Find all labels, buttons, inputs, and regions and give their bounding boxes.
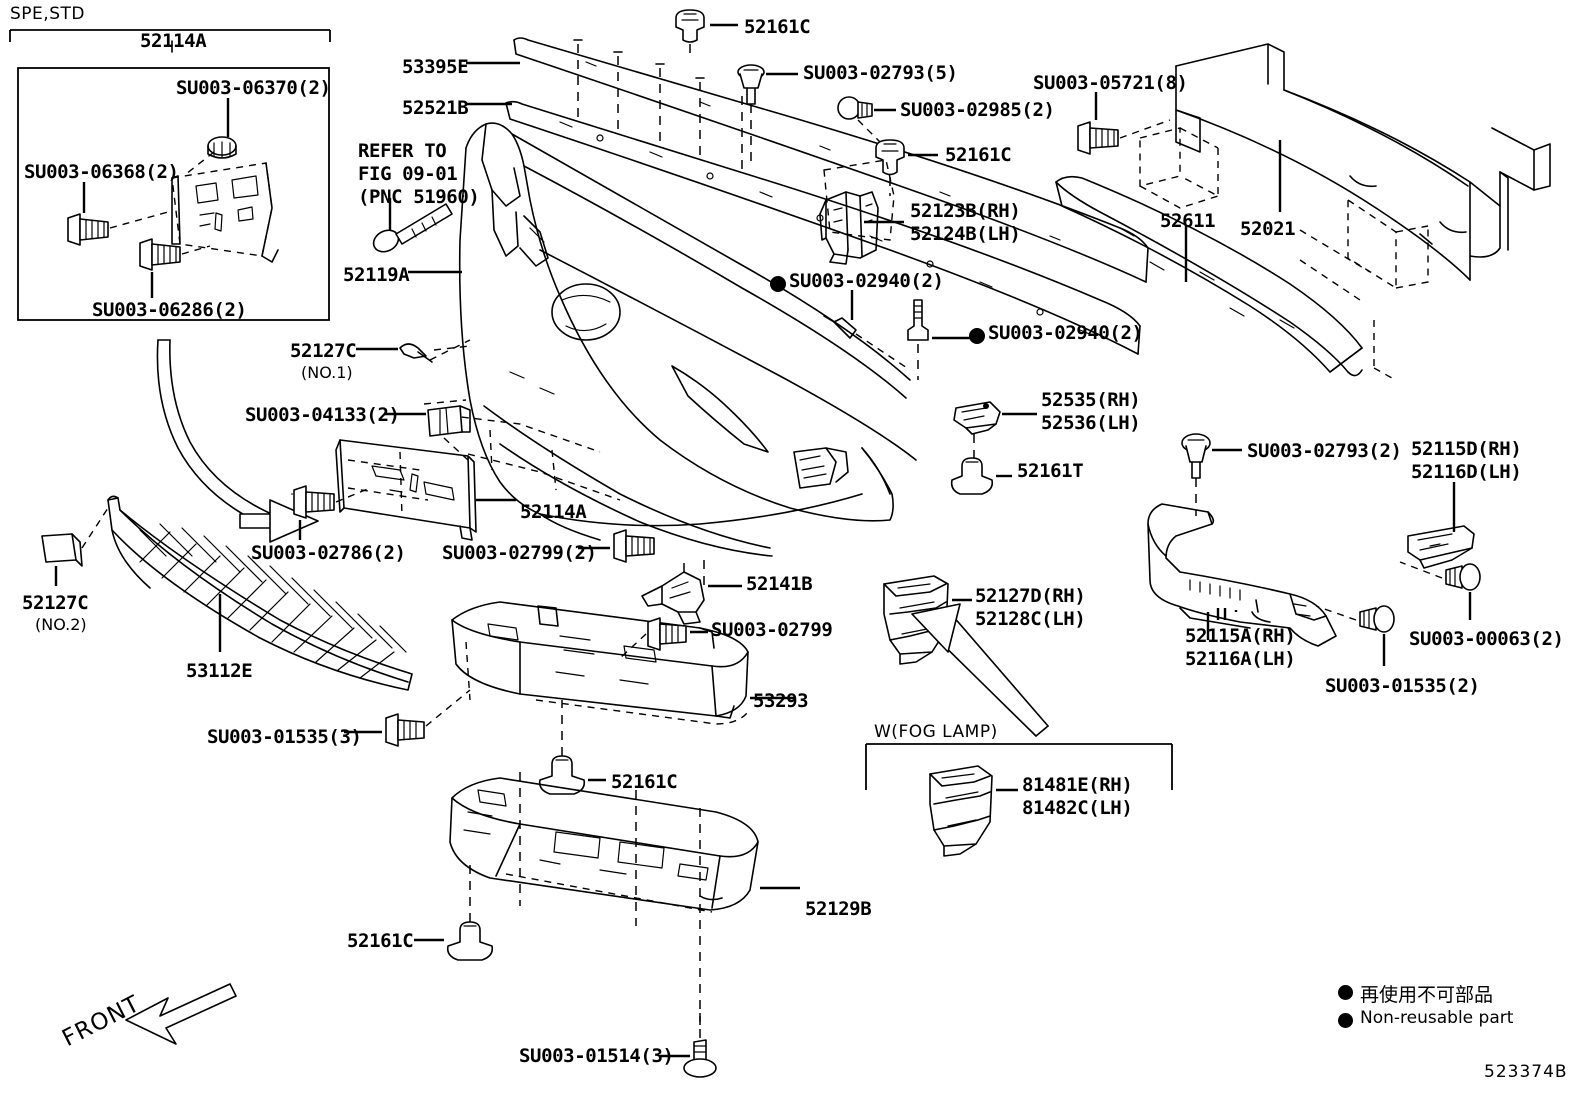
bolt-su003-02799-single xyxy=(647,617,687,651)
inset-bolt-06286 xyxy=(139,238,181,271)
screw-su003-02985-2 xyxy=(837,96,873,120)
clip-52127c-no1 xyxy=(399,343,433,363)
legend-english: Non-reusable part xyxy=(1360,1008,1514,1028)
clip-52161c-top xyxy=(675,9,705,43)
part-label-52161c: 52161C xyxy=(744,16,811,38)
part-label-52611: 52611 xyxy=(1160,210,1216,232)
inset-title: SPE,STD xyxy=(10,4,85,24)
refer-to-note: REFER TO FIG 09-01 (PNC 51960) xyxy=(358,140,480,208)
part-sublabel-0: (NO.1) xyxy=(301,363,353,382)
inset-grommet-06370 xyxy=(207,136,237,159)
part-52141b-bracket xyxy=(641,556,705,625)
part-label-su003-027992: SU003-02799(2) xyxy=(442,542,597,564)
part-label-53293: 53293 xyxy=(753,690,809,712)
part-label-52535rh: 52535(RH) 52536(LH) xyxy=(1041,389,1141,434)
part-label-52127c: 52127C xyxy=(22,592,89,614)
figure-id: 523374B xyxy=(1484,1062,1568,1082)
front-marker-text: FRONT xyxy=(58,990,145,1052)
part-label-su003-015143: SU003-01514(3) xyxy=(519,1045,674,1067)
non-reusable-bullet-1 xyxy=(770,276,786,292)
fog-lamp-group-title: W(FOG LAMP) xyxy=(874,722,998,742)
part-label-su003-015353: SU003-01535(3) xyxy=(207,726,362,748)
part-label-52521b: 52521B xyxy=(402,97,469,119)
bolt-su003-02793-2-right xyxy=(1181,433,1211,479)
pointer-arrow-left xyxy=(156,339,319,543)
clip-52161t xyxy=(950,457,994,495)
part-label-su003-015352: SU003-01535(2) xyxy=(1325,675,1480,697)
part-81481e-bezel xyxy=(929,765,993,857)
part-label-su003-02799: SU003-02799 xyxy=(711,619,833,641)
part-label-su003-000632: SU003-00063(2) xyxy=(1409,628,1564,650)
inset-bracket-part xyxy=(171,162,279,263)
inset-bolt-06368 xyxy=(67,213,109,246)
part-label-53112e: 53112E xyxy=(186,660,253,682)
part-53112e-grille xyxy=(107,495,413,691)
part-52535-bracket xyxy=(953,401,1001,435)
bolt-su003-01514-3 xyxy=(683,1039,717,1078)
part-label-52161c: 52161C xyxy=(945,144,1012,166)
part-52127d-bezel xyxy=(883,575,949,665)
part-label-52119a: 52119A xyxy=(343,264,410,286)
part-label-52115arh: 52115A(RH) 52116A(LH) xyxy=(1185,625,1296,670)
clip-52127c-no2 xyxy=(41,533,83,567)
non-reusable-dot-en xyxy=(1338,1013,1353,1028)
part-52123b-bracket xyxy=(819,159,895,265)
clip-52161c-middle xyxy=(875,139,905,176)
part-label-su003-057218: SU003-05721(8) xyxy=(1033,72,1188,94)
clip-52161c-lower xyxy=(538,755,586,795)
part-label-52114a: 52114A xyxy=(520,501,587,523)
part-label-su003-027932: SU003-02793(2) xyxy=(1247,440,1402,462)
part-52521b-trim xyxy=(505,100,1141,355)
part-52119a-bumper-cover xyxy=(423,122,917,557)
part-label-52161c: 52161C xyxy=(347,930,414,952)
part-52114a-plate xyxy=(335,439,477,541)
part-label-su003-027862: SU003-02786(2) xyxy=(251,542,406,564)
part-label-52129b: 52129B xyxy=(805,898,872,920)
part-sublabel-1: (NO.2) xyxy=(35,615,87,634)
clip-52161c-bottom xyxy=(446,921,494,961)
screw-su003-02793-5 xyxy=(737,64,765,105)
bolt-su003-05721-8 xyxy=(1077,121,1119,155)
screw-su003-01535-2 xyxy=(1359,605,1395,633)
clip-su003-04133 xyxy=(427,405,471,437)
part-label-53395e: 53395E xyxy=(402,56,469,78)
refer-to-pin-part xyxy=(372,203,453,253)
part-label-52115drh: 52115D(RH) 52116D(LH) xyxy=(1411,438,1522,483)
rivet-su003-02940-left xyxy=(823,315,857,339)
part-label-su003-029402: SU003-02940(2) xyxy=(988,322,1143,344)
part-label-52127drh: 52127D(RH) 52128C(LH) xyxy=(975,585,1086,630)
bolt-su003-02799-2 xyxy=(613,529,655,563)
inset-header-part: 52114A xyxy=(140,30,207,52)
part-label-su003-027935: SU003-02793(5) xyxy=(803,62,958,84)
inset-label-su003-06370: SU003-06370(2) xyxy=(176,77,331,99)
part-53293-cover xyxy=(451,601,749,725)
non-reusable-bullet-2 xyxy=(969,328,985,344)
part-label-52021: 52021 xyxy=(1240,218,1296,240)
part-label-su003-041332: SU003-04133(2) xyxy=(245,404,400,426)
bolt-su003-02786-left xyxy=(293,485,335,519)
bolt-su003-01535-3 xyxy=(385,713,425,747)
part-label-52161c: 52161C xyxy=(611,771,678,793)
part-label-52161t: 52161T xyxy=(1017,460,1084,482)
rivet-su003-02940-right xyxy=(907,299,929,341)
part-52129b-deflector xyxy=(449,772,759,1030)
part-52611-absorber xyxy=(1055,175,1363,377)
legend-japanese: 再使用不可部品 xyxy=(1360,984,1494,1006)
part-label-su003-029852: SU003-02985(2) xyxy=(900,99,1055,121)
inset-label-su003-06368: SU003-06368(2) xyxy=(24,161,179,183)
inset-label-su003-06286: SU003-06286(2) xyxy=(92,299,247,321)
screw-su003-00063-2 xyxy=(1445,563,1481,591)
part-label-52127c: 52127C xyxy=(290,340,357,362)
part-label-52123brh: 52123B(RH) 52124B(LH) xyxy=(910,200,1021,245)
non-reusable-dot-jp xyxy=(1338,985,1353,1000)
part-label-81481erh: 81481E(RH) 81482C(LH) xyxy=(1022,774,1133,819)
part-52115d-bracket xyxy=(1407,525,1475,569)
part-label-su003-029402: SU003-02940(2) xyxy=(789,270,944,292)
part-label-52141b: 52141B xyxy=(746,573,813,595)
